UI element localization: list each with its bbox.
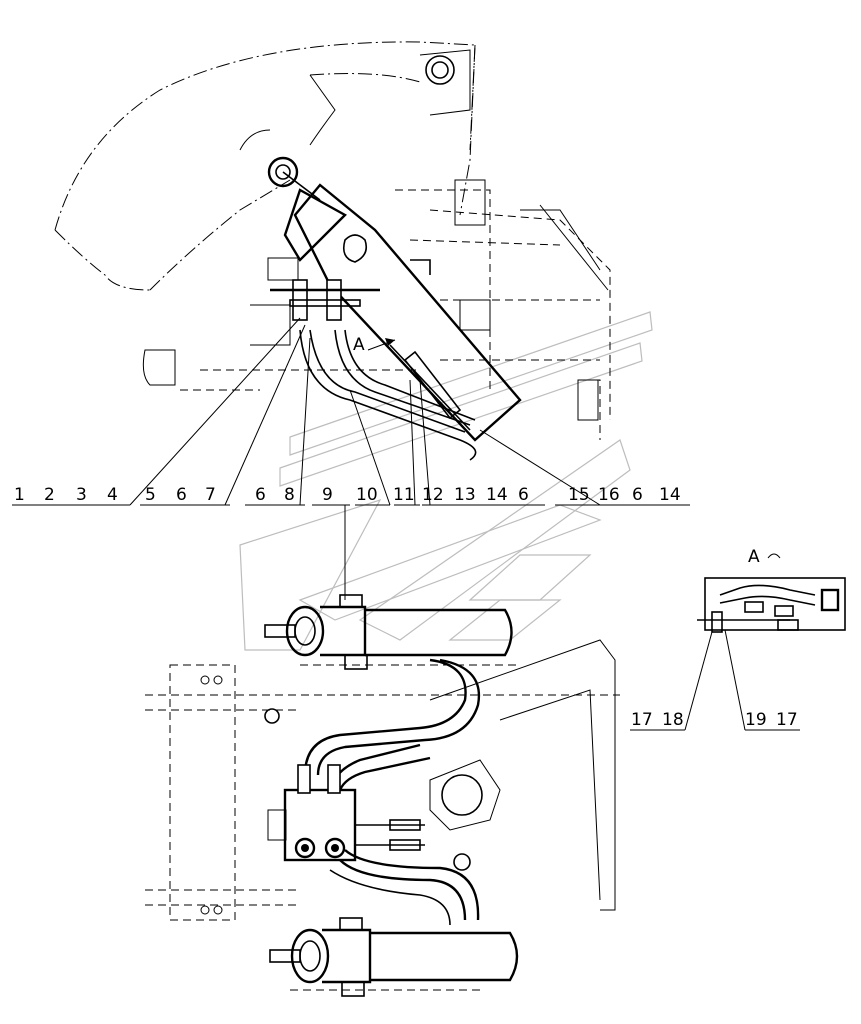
- detail-title: A: [748, 547, 760, 567]
- view-marker-a: A: [353, 335, 396, 355]
- tilt-cylinder: [282, 171, 522, 442]
- callout-1: 1: [14, 485, 25, 505]
- callout-12: 12: [422, 485, 444, 505]
- hose-bundle-lower: [303, 658, 481, 926]
- lift-cylinder-lower: [269, 917, 519, 997]
- callout-6b: 6: [255, 485, 266, 505]
- view-marker-label: A: [353, 335, 365, 355]
- callout-3: 3: [76, 485, 87, 505]
- callout-7: 7: [205, 485, 216, 505]
- frame-lower: [145, 639, 620, 921]
- callout-row-1: 1 2 3 4 5 6 7 6 8 9 10 11 12 13 14 6 15 …: [14, 485, 681, 505]
- watermark-logo: [239, 311, 653, 651]
- hose-bundle-upper: [299, 329, 477, 461]
- detail-view-a: A: [697, 547, 846, 633]
- callout-13: 13: [454, 485, 476, 505]
- callout-11: 11: [393, 485, 415, 505]
- callout-10: 10: [356, 485, 378, 505]
- frame-upper: [142, 189, 611, 440]
- callout-17a: 17: [631, 710, 653, 730]
- callout-8: 8: [284, 485, 295, 505]
- pivot-pin-top: [425, 55, 455, 85]
- callout-6a: 6: [176, 485, 187, 505]
- callout-17b: 17: [776, 710, 798, 730]
- callout-4: 4: [107, 485, 118, 505]
- callout-15: 15: [568, 485, 590, 505]
- callout-6c: 6: [518, 485, 529, 505]
- callout-5: 5: [145, 485, 156, 505]
- boom-outline: [54, 41, 476, 291]
- lift-cylinder-upper: [264, 594, 513, 670]
- callout-9: 9: [322, 485, 333, 505]
- callout-6d: 6: [632, 485, 643, 505]
- callout-14a: 14: [486, 485, 508, 505]
- callout-2: 2: [44, 485, 55, 505]
- cylinder-rod-eye: [267, 156, 299, 188]
- control-valve: [267, 764, 425, 862]
- leader-lines-upper: [129, 317, 601, 600]
- detail-callouts: 17 18 19 17: [630, 629, 800, 731]
- callout-19: 19: [745, 710, 767, 730]
- upper-right-parts: [410, 179, 599, 421]
- callout-18: 18: [662, 710, 684, 730]
- callout-14b: 14: [659, 485, 681, 505]
- callout-16: 16: [598, 485, 620, 505]
- upper-fittings: [267, 257, 380, 321]
